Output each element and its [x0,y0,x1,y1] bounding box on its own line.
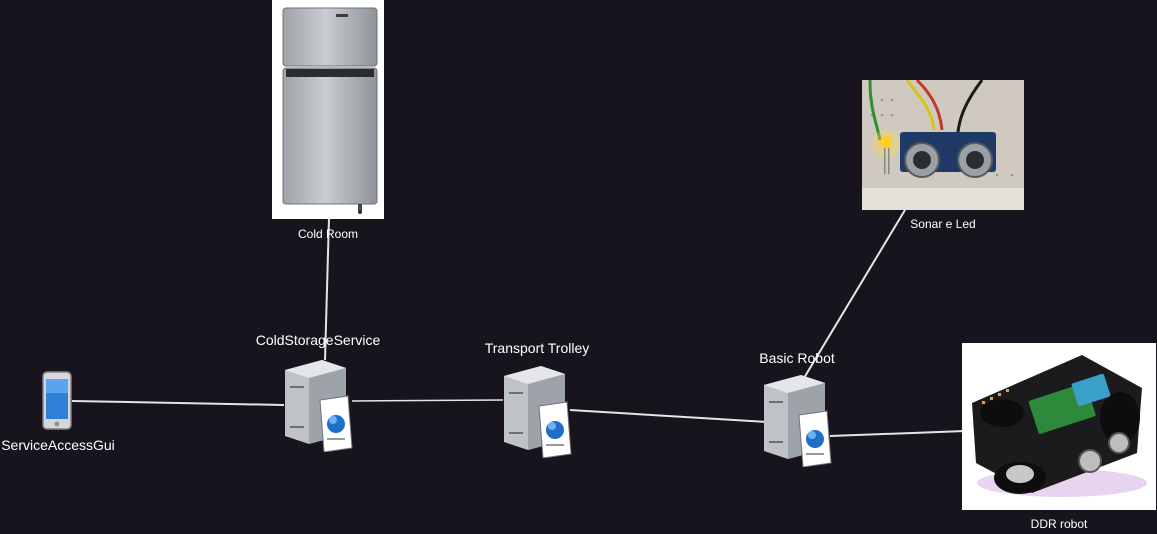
link-trolley-basic-robot [569,409,801,425]
link-cold-storage-cold-room [324,217,330,361]
cold-storage-service-label: ColdStorageService [255,332,381,348]
link-phone-cold-storage [71,400,285,406]
ddr-robot-photo [962,343,1156,510]
smartphone-icon [40,371,74,431]
basic-robot-label: Basic Robot [759,350,835,366]
ddr-robot-label: DDR robot [1030,517,1088,531]
transport-trolley-label: Transport Trolley [484,340,590,356]
sonar-led-breadboard-photo [862,80,1024,210]
cold-storage-server-icon [282,356,356,453]
link-basic-robot-ddr [829,430,966,437]
basic-robot-server-icon [761,371,835,468]
refrigerator-photo [272,0,384,219]
sonar-led-label: Sonar e Led [910,217,976,231]
link-cold-storage-trolley [351,399,504,402]
cold-room-label: Cold Room [297,227,359,241]
link-basic-robot-sonar [803,209,906,379]
service-access-gui-label: ServiceAccessGui [1,437,115,453]
transport-trolley-server-icon [501,362,575,459]
